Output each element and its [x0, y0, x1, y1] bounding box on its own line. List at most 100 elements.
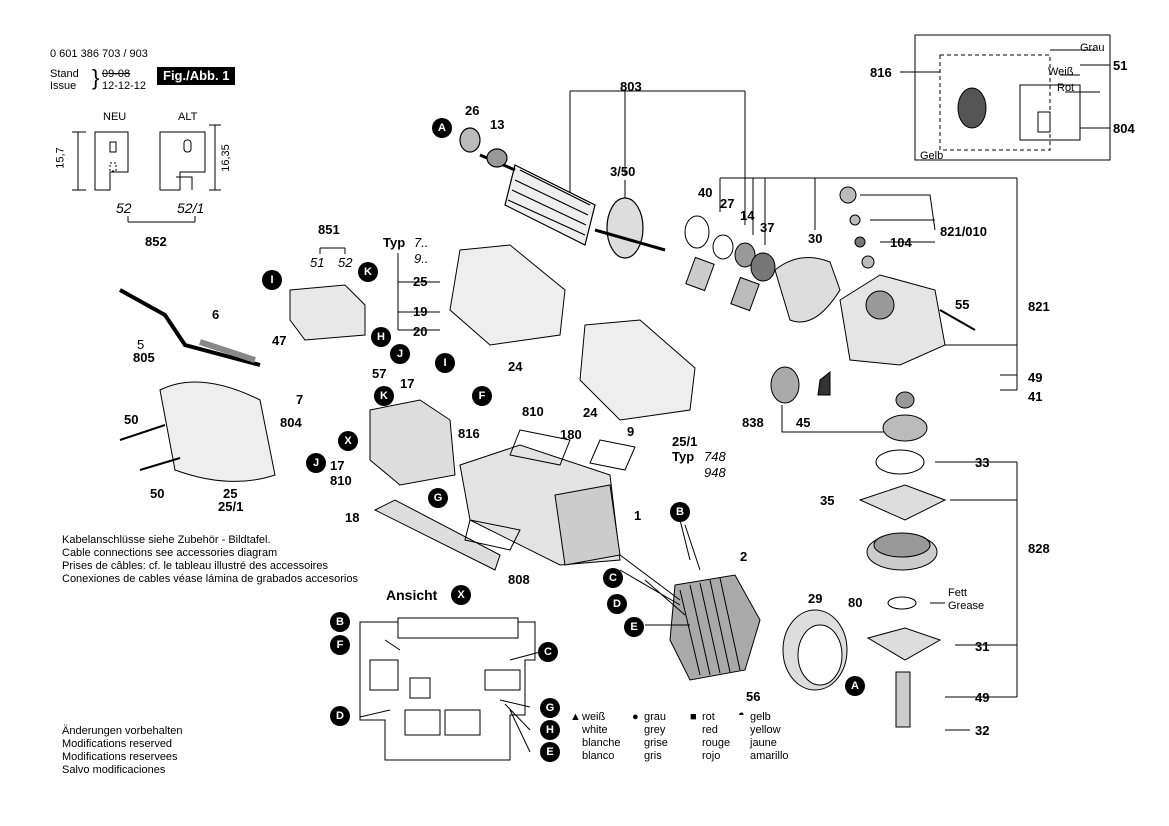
- legend-yellow-de: gelb: [750, 711, 771, 723]
- brush-new-label: NEU: [103, 111, 127, 123]
- legend-grey-fr: grise: [644, 737, 668, 749]
- part-33: 33: [975, 455, 990, 470]
- legend-red-en: red: [702, 724, 718, 736]
- cable-note-es: Conexiones de cables véase lámina de gra…: [62, 573, 358, 585]
- part-810a: 810: [522, 404, 544, 419]
- part-25: 25: [413, 274, 428, 289]
- part-14: 14: [740, 208, 755, 223]
- type-label-1: Typ: [383, 235, 406, 250]
- brace-icon: }: [92, 65, 100, 90]
- part-25b: 25: [223, 486, 238, 501]
- marker-j-bottom: J: [306, 453, 326, 473]
- type-948: 948: [704, 465, 726, 480]
- part-45: 45: [796, 415, 811, 430]
- brush-inset-drawing: [72, 124, 221, 223]
- wire-grey-label: Grau: [1080, 42, 1105, 54]
- part-35: 35: [820, 493, 835, 508]
- legend-grey-es: gris: [644, 750, 662, 762]
- marker-k-top: K: [358, 262, 378, 282]
- part-29: 29: [808, 591, 823, 606]
- legend-red-symbol: ■: [690, 711, 697, 723]
- ref-804-wiring: 804: [1113, 121, 1135, 136]
- cable-note-de: Kabelanschlüsse siehe Zubehör - Bildtafe…: [62, 534, 271, 546]
- footer-en: Modifications reserved: [62, 738, 173, 750]
- marker-j-top: J: [390, 344, 410, 364]
- wire-red-label: Rot: [1057, 82, 1075, 94]
- part-25-1b: 25/1: [218, 499, 244, 514]
- part-13: 13: [490, 117, 505, 132]
- part-24b: 24: [583, 405, 598, 420]
- part-17a: 17: [400, 376, 415, 391]
- brush-group-number: 852: [145, 234, 167, 249]
- marker-h-view: H: [540, 720, 560, 740]
- part-2: 2: [740, 549, 748, 564]
- marker-g-view: G: [540, 698, 560, 718]
- part-18: 18: [345, 510, 360, 525]
- cable-note-en: Cable connections see accessories diagra…: [62, 547, 278, 559]
- brush-dim-right: 16,35: [219, 144, 232, 172]
- part-804: 804: [280, 415, 302, 430]
- part-20: 20: [413, 324, 428, 339]
- part-27: 27: [720, 196, 735, 211]
- marker-f: F: [472, 386, 492, 406]
- legend-white-de: weiß: [582, 711, 606, 723]
- marker-a-bottom: A: [845, 676, 865, 696]
- marker-e-view: E: [540, 742, 560, 762]
- marker-x-view: X: [451, 585, 471, 605]
- ref-816-wiring: 816: [870, 65, 892, 80]
- marker-k-bottom: K: [374, 386, 394, 406]
- part-55: 55: [955, 297, 970, 312]
- legend-red-fr: rouge: [702, 737, 731, 749]
- part-30: 30: [808, 231, 823, 246]
- legend-yellow-en: yellow: [750, 724, 781, 736]
- legend-grey-symbol: ●: [632, 711, 639, 723]
- marker-h: H: [371, 327, 391, 347]
- part-821: 821: [1028, 299, 1050, 314]
- marker-c: C: [603, 568, 623, 588]
- brush-part-right: 52/1: [177, 200, 205, 216]
- marker-d-view: D: [330, 706, 350, 726]
- brush-dim-left: 15,7: [54, 147, 67, 169]
- part-49a: 49: [1028, 370, 1043, 385]
- part-805: 805: [133, 350, 155, 365]
- part-851: 851: [318, 222, 340, 237]
- footer-de: Änderungen vorbehalten: [62, 725, 183, 737]
- part-50b: 50: [150, 486, 165, 501]
- part-803: 803: [620, 79, 642, 94]
- wire-yellow-label: Gelb: [920, 150, 944, 162]
- part-5: 5: [137, 337, 145, 352]
- part-104: 104: [890, 235, 912, 250]
- ansicht-view-drawing: [359, 617, 541, 761]
- wiring-inset-drawing: [900, 34, 1111, 161]
- marker-d: D: [607, 594, 627, 614]
- footer-es: Salvo modificaciones: [62, 764, 166, 776]
- part-7: 7: [296, 392, 304, 407]
- part-6: 6: [212, 307, 220, 322]
- marker-i-right: I: [435, 353, 455, 373]
- brush-old-label: ALT: [178, 111, 198, 123]
- part-49b: 49: [975, 690, 990, 705]
- legend-red-es: rojo: [702, 750, 721, 762]
- part-838: 838: [742, 415, 764, 430]
- legend-white-symbol: ▲: [570, 711, 581, 723]
- marker-b-view: B: [330, 612, 350, 632]
- marker-i-left: I: [262, 270, 282, 290]
- part-24a: 24: [508, 359, 523, 374]
- footer-fr: Modifications reservees: [62, 751, 178, 763]
- part-57: 57: [372, 366, 387, 381]
- part-26: 26: [465, 103, 480, 118]
- part-31: 31: [975, 639, 990, 654]
- legend-yellow-symbol: ◓: [738, 709, 745, 721]
- part-32: 32: [975, 723, 990, 738]
- part-56: 56: [746, 689, 761, 704]
- grease-label-de: Fett: [948, 587, 967, 599]
- brush-part-left: 52: [116, 200, 132, 216]
- part-17b: 17: [330, 458, 345, 473]
- part-808: 808: [508, 572, 530, 587]
- armature: [459, 127, 666, 259]
- ref-51-wiring: 51: [1113, 58, 1128, 73]
- type-7: 7..: [414, 235, 429, 250]
- type-label-2: Typ: [672, 449, 695, 464]
- part-180: 180: [560, 427, 582, 442]
